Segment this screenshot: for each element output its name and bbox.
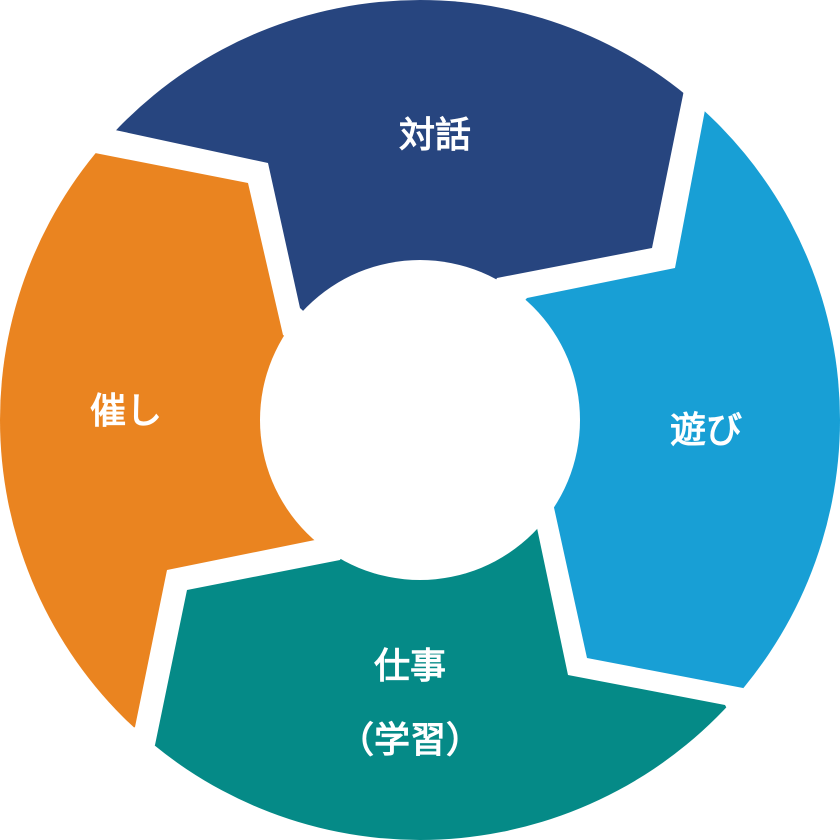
center-hole (260, 260, 580, 580)
segment-dialogue (100, 0, 700, 420)
segment-events (0, 100, 420, 800)
label-events: 催し (90, 391, 162, 432)
label-work: 仕事 (374, 646, 446, 687)
segment-play (420, 0, 840, 800)
label-work-sub: （学習） (338, 719, 482, 761)
segment-work (100, 420, 800, 840)
label-dialogue: 対話 (399, 115, 471, 156)
label-play: 遊び (670, 410, 742, 451)
